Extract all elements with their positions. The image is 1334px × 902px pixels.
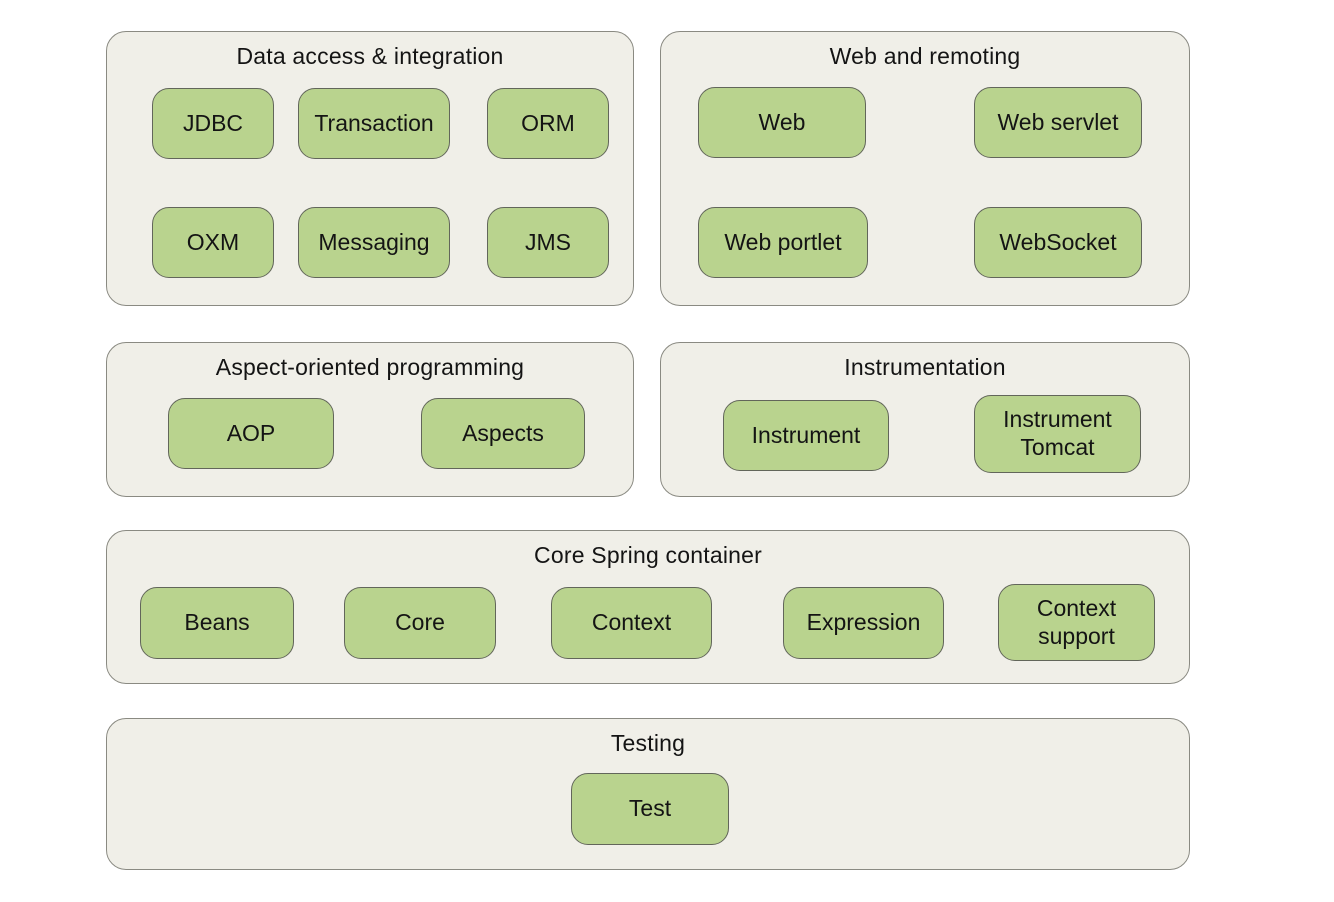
module-aspects: Aspects [421,398,585,469]
module-jdbc: JDBC [152,88,274,159]
module-orm: ORM [487,88,609,159]
module-label: Web servlet [997,108,1119,135]
module-context: Context [551,587,712,659]
module-web: Web [698,87,866,158]
module-label: Test [628,795,672,822]
module-label: WebSocket [999,228,1117,255]
module-label: Aspects [462,419,544,446]
module-label: Messaging [318,228,430,255]
panel-title-aspect-oriented-programming: Aspect-oriented programming [215,354,525,380]
module-instrument: Instrument [723,400,889,471]
module-label: JMS [525,228,571,255]
module-label: Expression [806,609,921,636]
panel-title-testing: Testing [610,730,686,756]
panel-aspect-oriented-programming: Aspect-oriented programming AOP Aspects [106,342,634,497]
panel-title-instrumentation: Instrumentation [844,354,1006,380]
panel-title-data-access-integration: Data access & integration [236,43,504,69]
module-aop: AOP [168,398,334,469]
module-label: AOP [226,419,276,446]
module-instrument-tomcat: Instrument Tomcat [974,395,1141,473]
module-web-portlet: Web portlet [698,207,868,278]
module-websocket: WebSocket [974,207,1142,278]
panel-title-web-and-remoting: Web and remoting [829,43,1021,69]
panel-instrumentation: Instrumentation Instrument Instrument To… [660,342,1190,497]
module-label: JDBC [182,109,244,136]
panel-testing: Testing Test [106,718,1190,870]
panel-title-core-spring-container: Core Spring container [534,542,762,568]
module-jms: JMS [487,207,609,278]
module-web-servlet: Web servlet [974,87,1142,158]
module-messaging: Messaging [298,207,450,278]
module-beans: Beans [140,587,294,659]
module-label: Beans [184,609,250,636]
module-oxm: OXM [152,207,274,278]
module-context-support: Context support [998,584,1155,661]
module-label: Transaction [314,109,434,136]
module-label: Web [758,108,806,135]
module-label: ORM [521,109,575,136]
module-label: Web portlet [724,228,842,255]
module-transaction: Transaction [298,88,450,159]
panel-web-and-remoting: Web and remoting Web Web servlet Web por… [660,31,1190,306]
module-expression: Expression [783,587,944,659]
module-label: Instrument Tomcat [1003,406,1112,460]
module-label: Context support [1036,594,1117,649]
panel-data-access-integration: Data access & integration JDBC Transacti… [106,31,634,306]
module-label: Core [395,609,445,636]
panel-core-spring-container: Core Spring container Beans Core Context… [106,530,1190,684]
module-test: Test [571,773,729,845]
module-core: Core [344,587,496,659]
module-label: Instrument [751,421,861,448]
module-label: OXM [186,228,240,255]
module-label: Context [591,609,672,636]
